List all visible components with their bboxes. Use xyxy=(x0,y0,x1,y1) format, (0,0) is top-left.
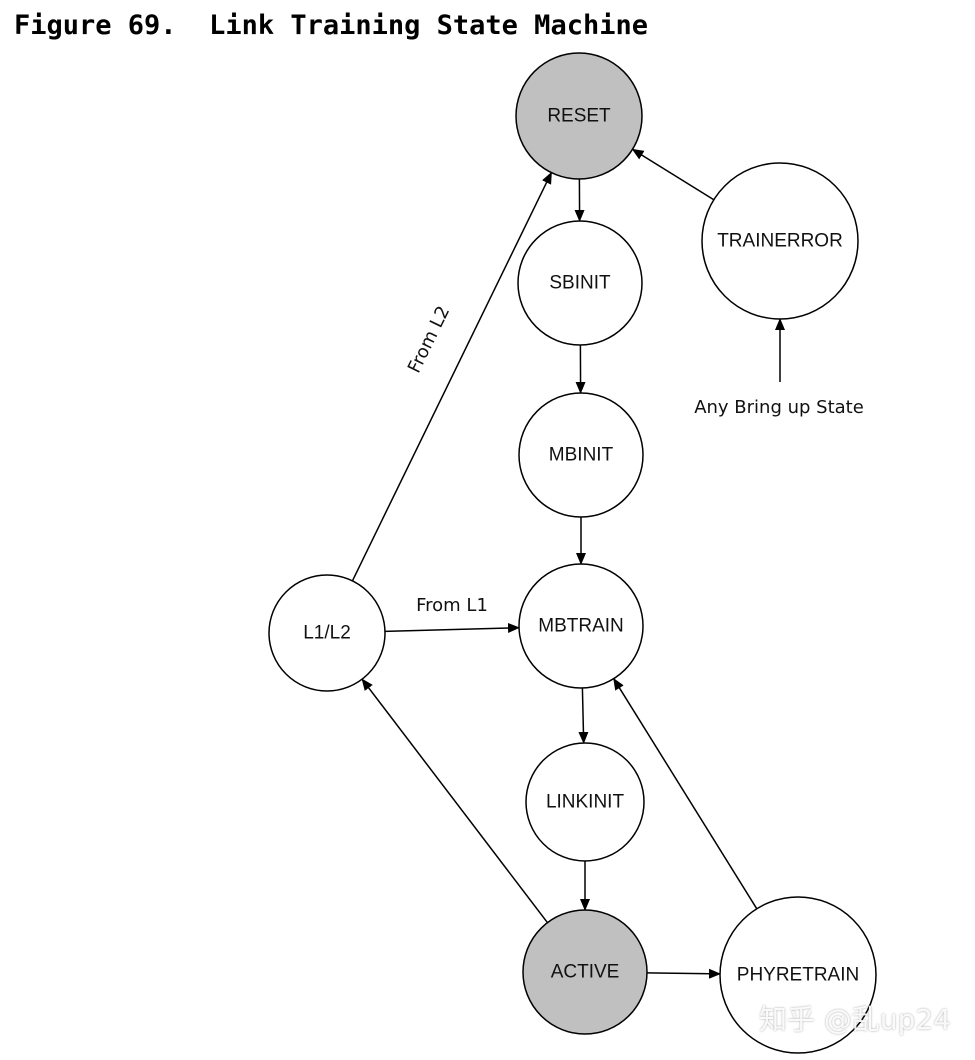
state-node-reset: RESET xyxy=(515,52,643,180)
state-label-phyretrain: PHYRETRAIN xyxy=(737,965,859,986)
state-circle-l1l2 xyxy=(268,574,386,692)
state-node-linkinit: LINKINIT xyxy=(525,742,645,862)
edge-label-l1l2-to-reset: From L2 xyxy=(404,303,454,377)
state-circle-active xyxy=(522,909,648,1035)
state-node-trainerror: TRAINERROR xyxy=(701,162,859,320)
state-label-active: ACTIVE xyxy=(551,962,620,983)
edges-layer xyxy=(351,148,785,979)
state-node-phyretrain: PHYRETRAIN xyxy=(719,896,877,1054)
state-label-trainerror: TRAINERROR xyxy=(717,231,843,252)
figure-title: Figure 69. Link Training State Machine xyxy=(14,10,648,41)
edge-trainerror-to-reset xyxy=(631,148,715,201)
state-circle-trainerror xyxy=(701,162,859,320)
state-circle-sbinit xyxy=(517,220,643,346)
nodes-layer: RESET SBINIT MBINIT MBTRAIN LINKINIT ACTIVE PH… xyxy=(268,52,877,1054)
watermark: 知乎 @乱up24 xyxy=(758,1003,951,1036)
state-node-active: ACTIVE xyxy=(522,909,648,1035)
edge-active-to-phyretrain xyxy=(646,968,721,979)
state-node-mbinit: MBINIT xyxy=(518,392,644,518)
edge-phyretrain-to-mbtrain xyxy=(613,677,758,910)
state-node-l1l2: L1/L2 xyxy=(268,574,386,692)
state-circle-reset xyxy=(515,52,643,180)
figure-number: Figure 69. xyxy=(14,10,177,41)
edge-active-to-l1l2 xyxy=(361,678,549,924)
state-circle-phyretrain xyxy=(719,896,877,1054)
state-label-mbtrain: MBTRAIN xyxy=(538,616,624,637)
state-circle-mbinit xyxy=(518,392,644,518)
state-node-sbinit: SBINIT xyxy=(517,220,643,346)
state-label-reset: RESET xyxy=(547,106,611,127)
edge-l1l2-to-mbtrain xyxy=(384,623,520,634)
state-label-linkinit: LINKINIT xyxy=(546,792,625,813)
edge-l1l2-to-reset xyxy=(351,171,553,582)
edge-mbtrain-to-linkinit xyxy=(578,687,589,744)
state-circle-linkinit xyxy=(525,742,645,862)
figure-caption: Link Training State Machine xyxy=(209,10,648,41)
edge-label-l1l2-to-mbtrain: From L1 xyxy=(416,595,488,616)
state-label-mbinit: MBINIT xyxy=(549,445,614,466)
state-label-l1l2: L1/L2 xyxy=(303,623,351,644)
state-circle-mbtrain xyxy=(518,563,644,689)
any-bringup-label: Any Bring up State xyxy=(694,397,864,418)
state-node-mbtrain: MBTRAIN xyxy=(518,563,644,689)
state-label-sbinit: SBINIT xyxy=(549,273,611,294)
